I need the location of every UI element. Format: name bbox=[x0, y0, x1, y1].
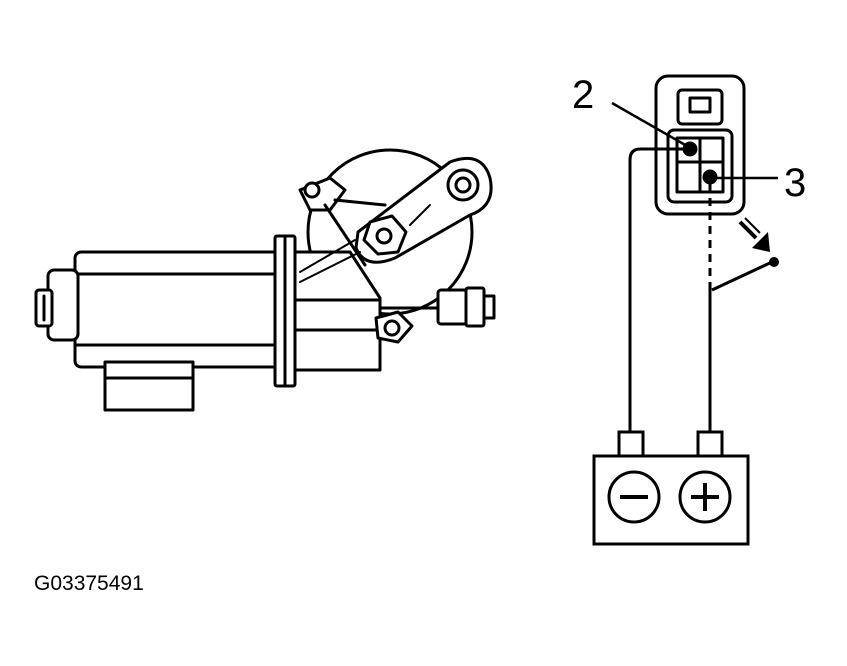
lead-switch-end bbox=[769, 257, 779, 267]
motor-connector-block bbox=[103, 360, 195, 412]
positive-post bbox=[696, 430, 724, 459]
battery bbox=[592, 430, 750, 546]
negative-post bbox=[617, 430, 645, 459]
callout-3-label: 3 bbox=[784, 161, 806, 205]
wiper-motor-illustration bbox=[34, 148, 496, 412]
motor-body bbox=[73, 250, 292, 369]
figure-id: G03375491 bbox=[34, 572, 144, 595]
lead-switch bbox=[711, 260, 773, 292]
callout-2-label: 2 bbox=[572, 73, 594, 117]
motor-connector bbox=[654, 74, 746, 216]
motion-arrow bbox=[738, 217, 770, 252]
negative-lead-wire bbox=[628, 147, 690, 432]
output-shaft bbox=[436, 288, 470, 326]
callout-2-leader bbox=[611, 101, 688, 148]
